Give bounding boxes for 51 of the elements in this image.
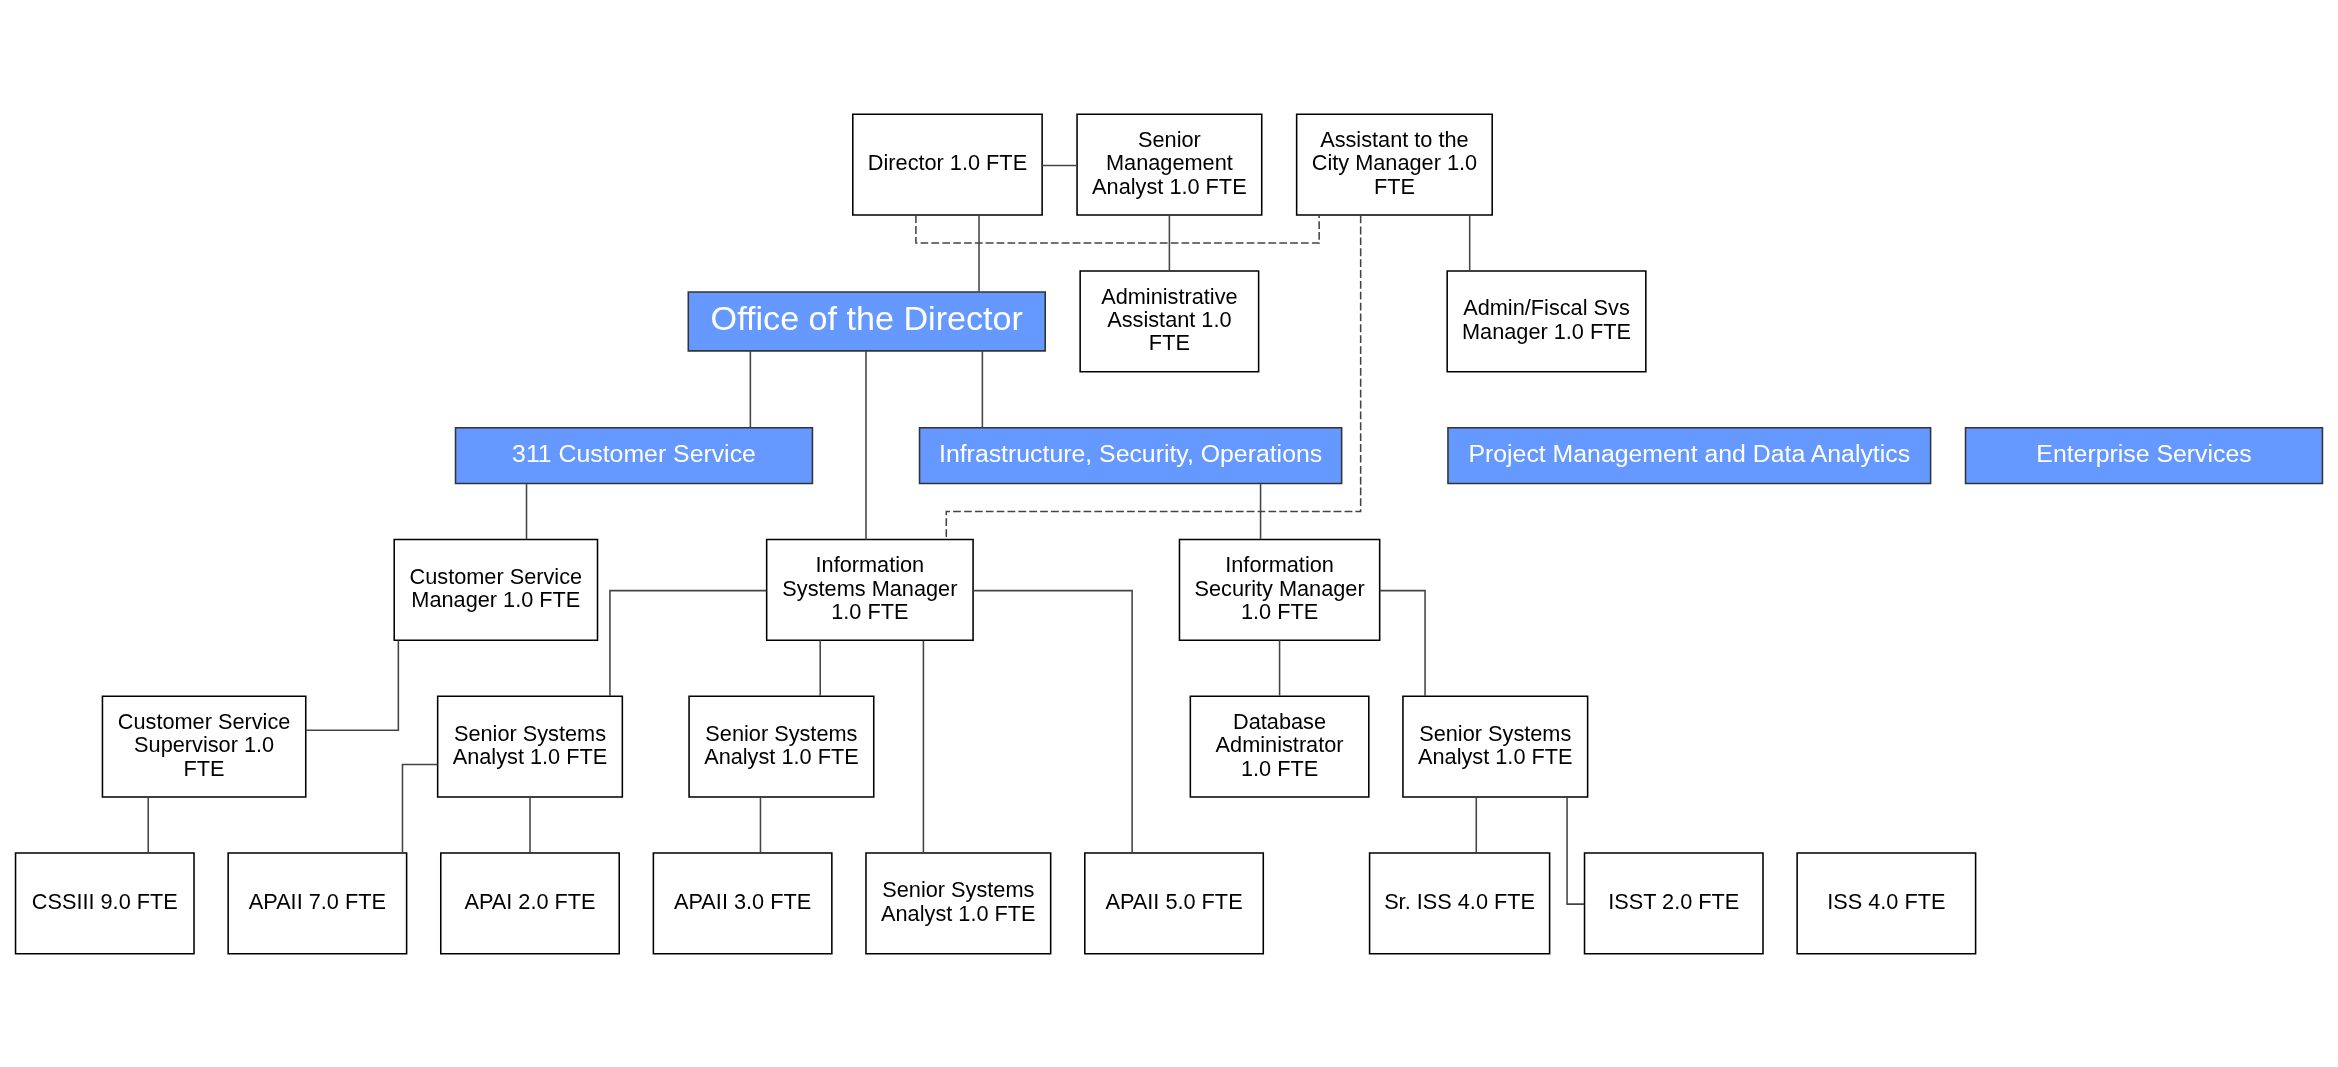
connector: [1041, 164, 1078, 166]
node-box: CSSIII 9.0 FTE: [14, 851, 195, 955]
connector: [972, 589, 1133, 853]
node-box: Office of the Director: [687, 290, 1046, 352]
connector: [147, 795, 149, 853]
connector: [865, 349, 867, 540]
connector: [1468, 213, 1471, 271]
node-box: Assistant to the City Manager 1.0 FTE: [1295, 112, 1493, 216]
node-box: APAI 2.0 FTE: [440, 851, 620, 955]
node-box: Customer Service Supervisor 1.0 FTE: [101, 694, 307, 798]
connector: [1475, 795, 1478, 853]
node-box: 311 Customer Service: [454, 426, 814, 484]
connector: [1278, 639, 1281, 696]
node-box: APAII 7.0 FTE: [227, 851, 408, 955]
node-box: ISST 2.0 FTE: [1583, 851, 1764, 955]
node-box: Infrastructure, Security, Operations: [918, 426, 1343, 484]
connector: [981, 349, 984, 428]
connector: [1566, 796, 1585, 905]
node-box: Director 1.0 FTE: [852, 112, 1043, 216]
node-box: APAII 5.0 FTE: [1084, 851, 1265, 955]
connector: [759, 795, 762, 853]
node-box: ISS 4.0 FTE: [1796, 851, 1977, 955]
connector: [819, 639, 821, 696]
connector: [305, 639, 400, 731]
node-box: Enterprise Services: [1964, 426, 2324, 484]
connector: [529, 795, 531, 853]
node-box: Information Security Manager 1.0 FTE: [1178, 538, 1381, 641]
node-box: Customer Service Manager 1.0 FTE: [393, 538, 599, 641]
node-box: Administrative Assistant 1.0 FTE: [1079, 269, 1260, 373]
node-box: Project Management and Data Analytics: [1447, 426, 1932, 484]
connector: [401, 763, 439, 854]
node-box: Sr. ISS 4.0 FTE: [1368, 851, 1551, 955]
connector: [945, 214, 1362, 540]
node-box: Senior Systems Analyst 1.0 FTE: [688, 694, 875, 798]
connector: [915, 213, 1320, 244]
connector: [525, 482, 528, 540]
connector: [609, 589, 768, 697]
node-box: Senior Management Analyst 1.0 FTE: [1076, 112, 1263, 216]
connector: [978, 213, 980, 292]
node-box: Senior Systems Analyst 1.0 FTE: [1402, 694, 1589, 798]
connector: [749, 349, 752, 428]
node-box: Database Administrator 1.0 FTE: [1189, 694, 1370, 798]
node-box: Information Systems Manager 1.0 FTE: [765, 538, 974, 641]
node-box: Senior Systems Analyst 1.0 FTE: [436, 694, 624, 798]
node-box: Senior Systems Analyst 1.0 FTE: [865, 851, 1052, 955]
connector: [1259, 482, 1262, 540]
connector: [922, 639, 925, 854]
node-box: APAII 3.0 FTE: [652, 851, 833, 955]
connector: [1168, 213, 1171, 271]
connector: [1379, 589, 1426, 697]
node-box: Admin/Fiscal Svs Manager 1.0 FTE: [1446, 269, 1647, 373]
